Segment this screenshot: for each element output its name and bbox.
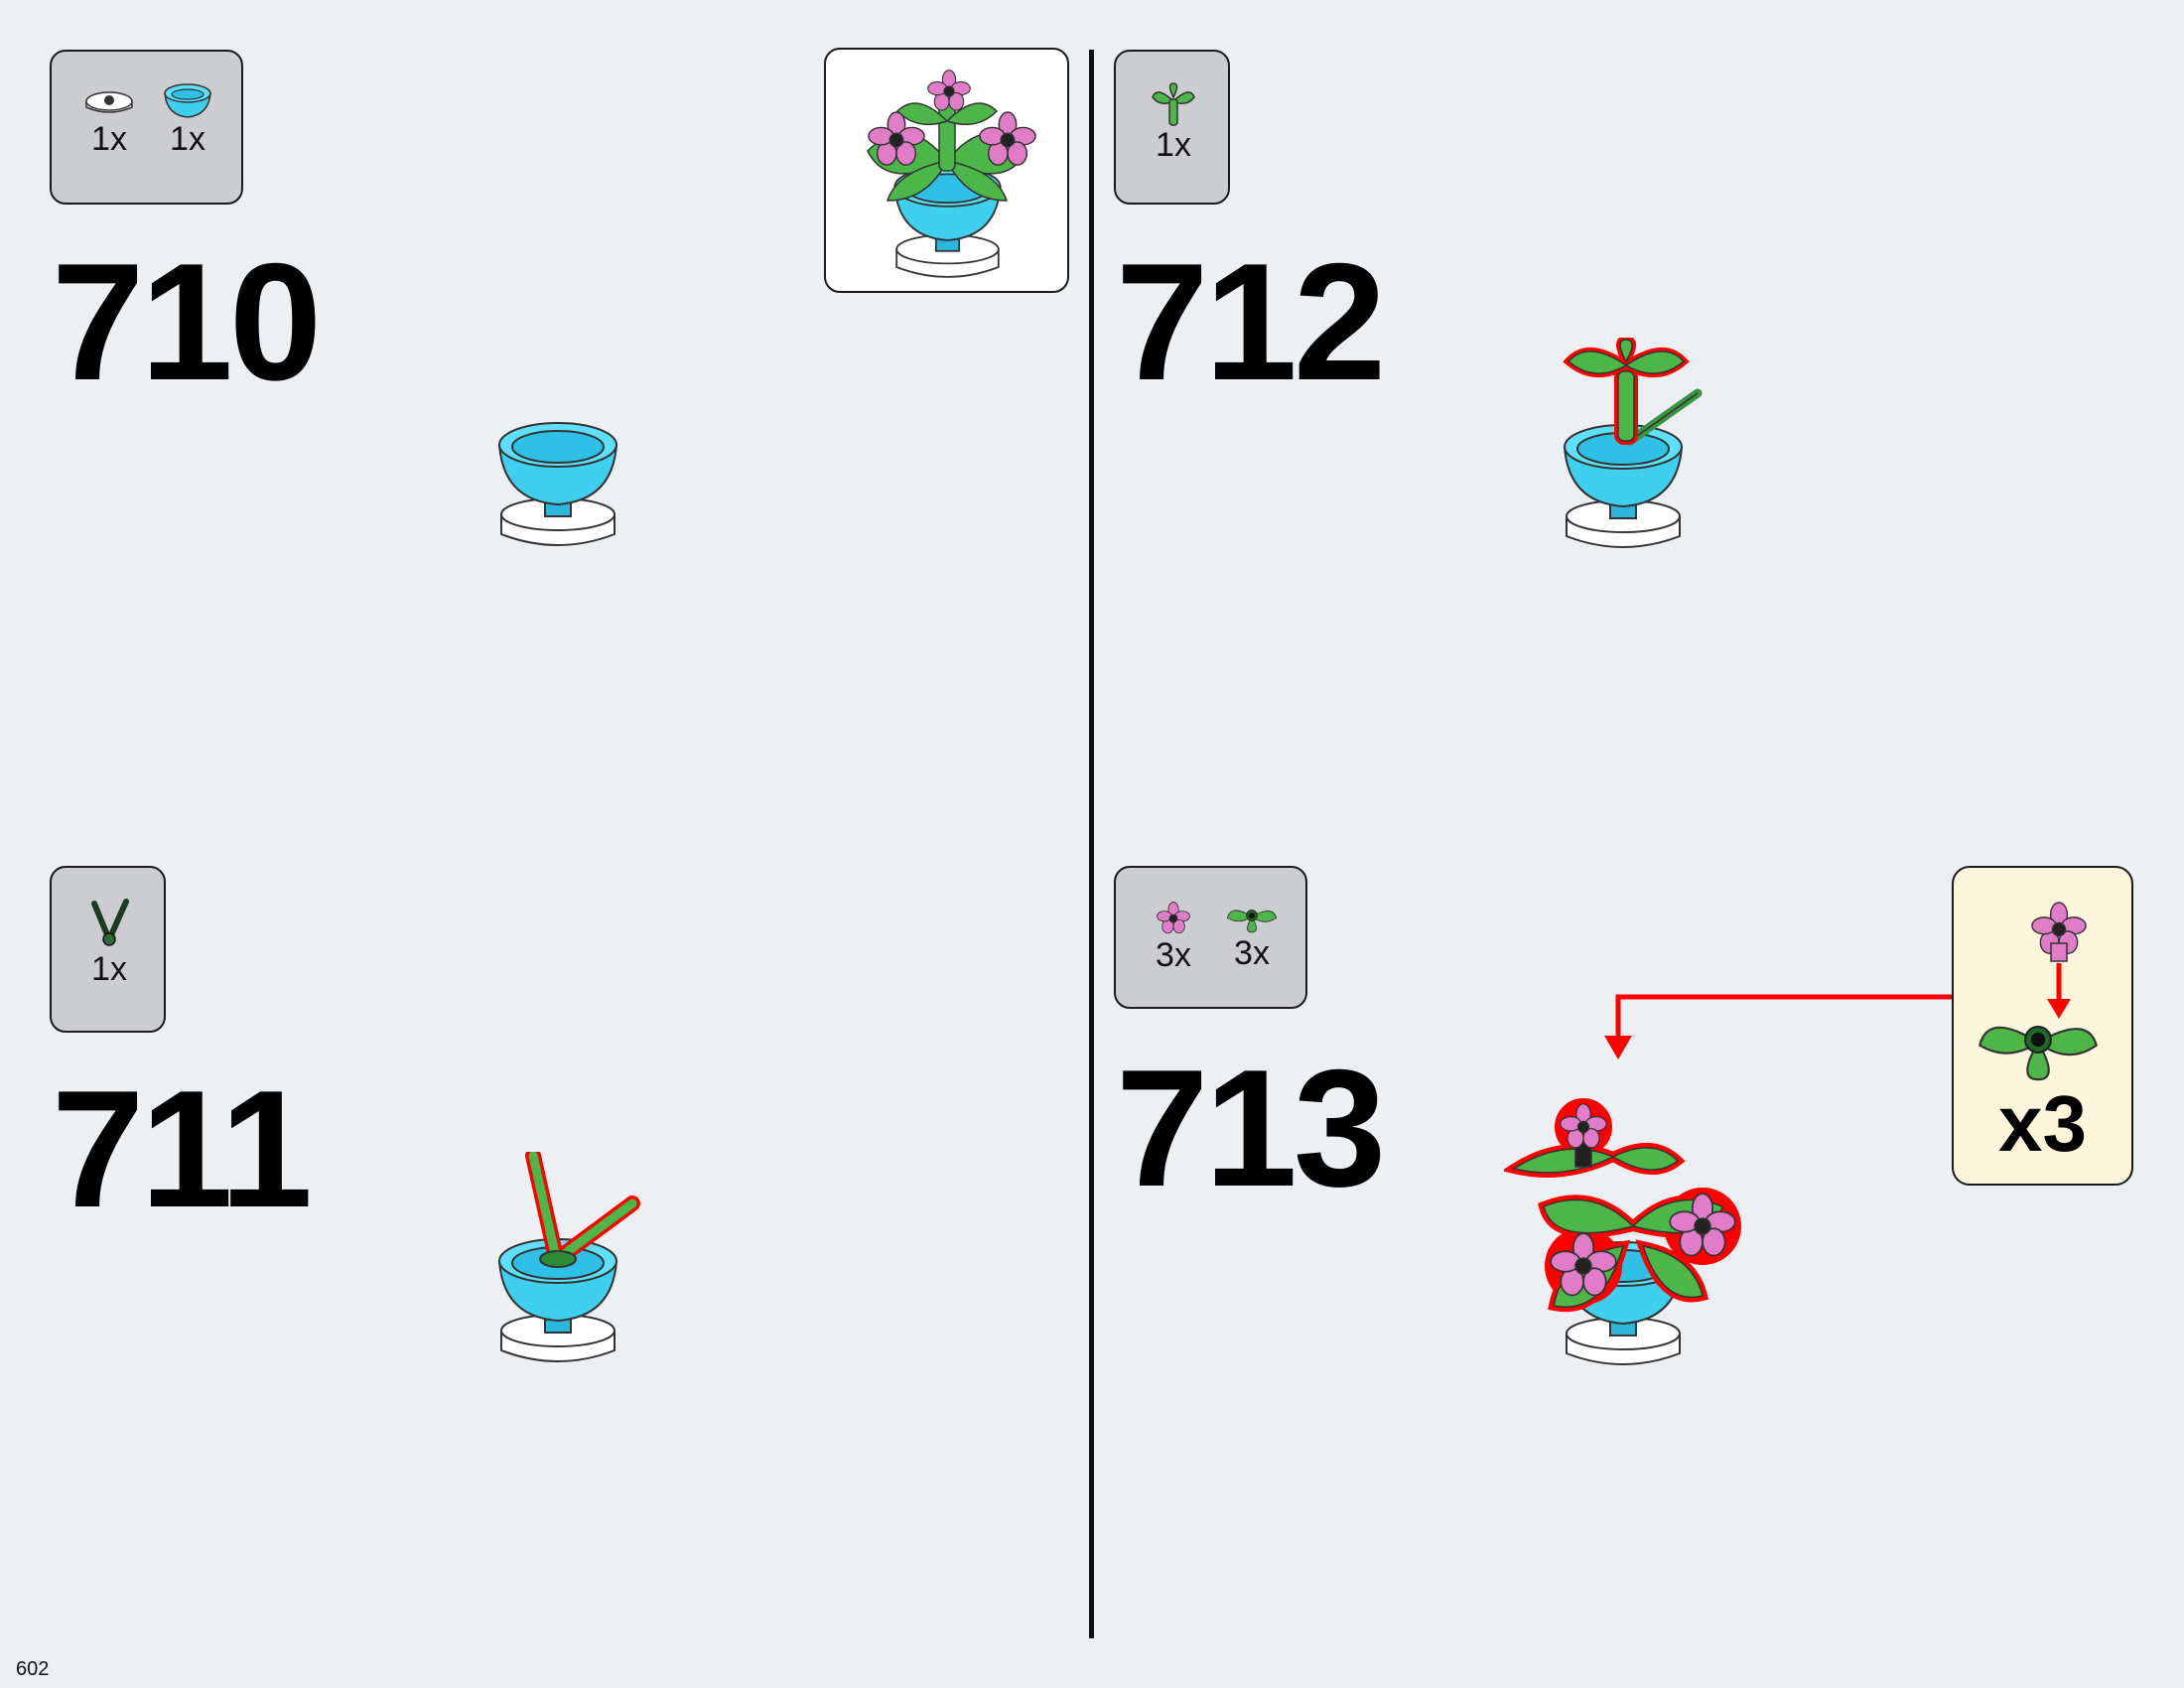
- part-callout: 3x: [1212, 896, 1292, 971]
- green-leaf-stem-icon: [1152, 82, 1195, 126]
- white-round-plate-icon: [85, 91, 133, 113]
- parts-list-step-712: 1x: [1114, 50, 1230, 205]
- part-callout: 1x: [69, 85, 149, 157]
- part-quantity: 1x: [91, 120, 127, 158]
- assembly-pot-with-leaf-stem-image: [1563, 338, 1703, 548]
- step-number: 710: [52, 228, 322, 415]
- step-number: 712: [1116, 228, 1386, 415]
- part-callout: 3x: [1134, 902, 1213, 973]
- part-quantity: 1x: [170, 120, 205, 158]
- assembly-pot-with-stems-image: [498, 1152, 640, 1362]
- part-quantity: 3x: [1156, 936, 1191, 974]
- assembly-potted-flowers-image: [1504, 1098, 1741, 1365]
- page-divider: [1089, 50, 1094, 1638]
- placement-arrow: [1604, 994, 1954, 1059]
- parts-list-step-710: 1x 1x: [50, 50, 243, 205]
- potted-flower-preview-image: [867, 70, 1036, 278]
- part-quantity: 3x: [1234, 934, 1270, 972]
- page-number: 602: [16, 1658, 50, 1680]
- subassembly-callout: x3: [1952, 866, 2133, 1186]
- part-callout: 1x: [1134, 81, 1213, 163]
- step-number: 711: [52, 1055, 313, 1242]
- part-callout: 1x: [148, 81, 227, 157]
- subassembly-multiplier: x3: [1998, 1079, 2087, 1168]
- parts-list-step-713: 3x 3x: [1114, 866, 1307, 1009]
- finished-model-preview: [824, 48, 1069, 293]
- subassembly-image: [1979, 902, 2098, 1081]
- azure-bowl-icon: [164, 83, 211, 118]
- assembly-pot-base-image: [493, 405, 622, 564]
- green-leaf-plate-icon: [1225, 896, 1279, 935]
- green-stem-icon: [91, 899, 129, 946]
- part-quantity: 1x: [91, 950, 127, 988]
- part-callout: 1x: [69, 898, 149, 987]
- parts-list-step-711: 1x: [50, 866, 166, 1033]
- part-quantity: 1x: [1156, 126, 1191, 164]
- step-number: 713: [1116, 1035, 1386, 1221]
- pink-flower-icon: [1157, 902, 1190, 935]
